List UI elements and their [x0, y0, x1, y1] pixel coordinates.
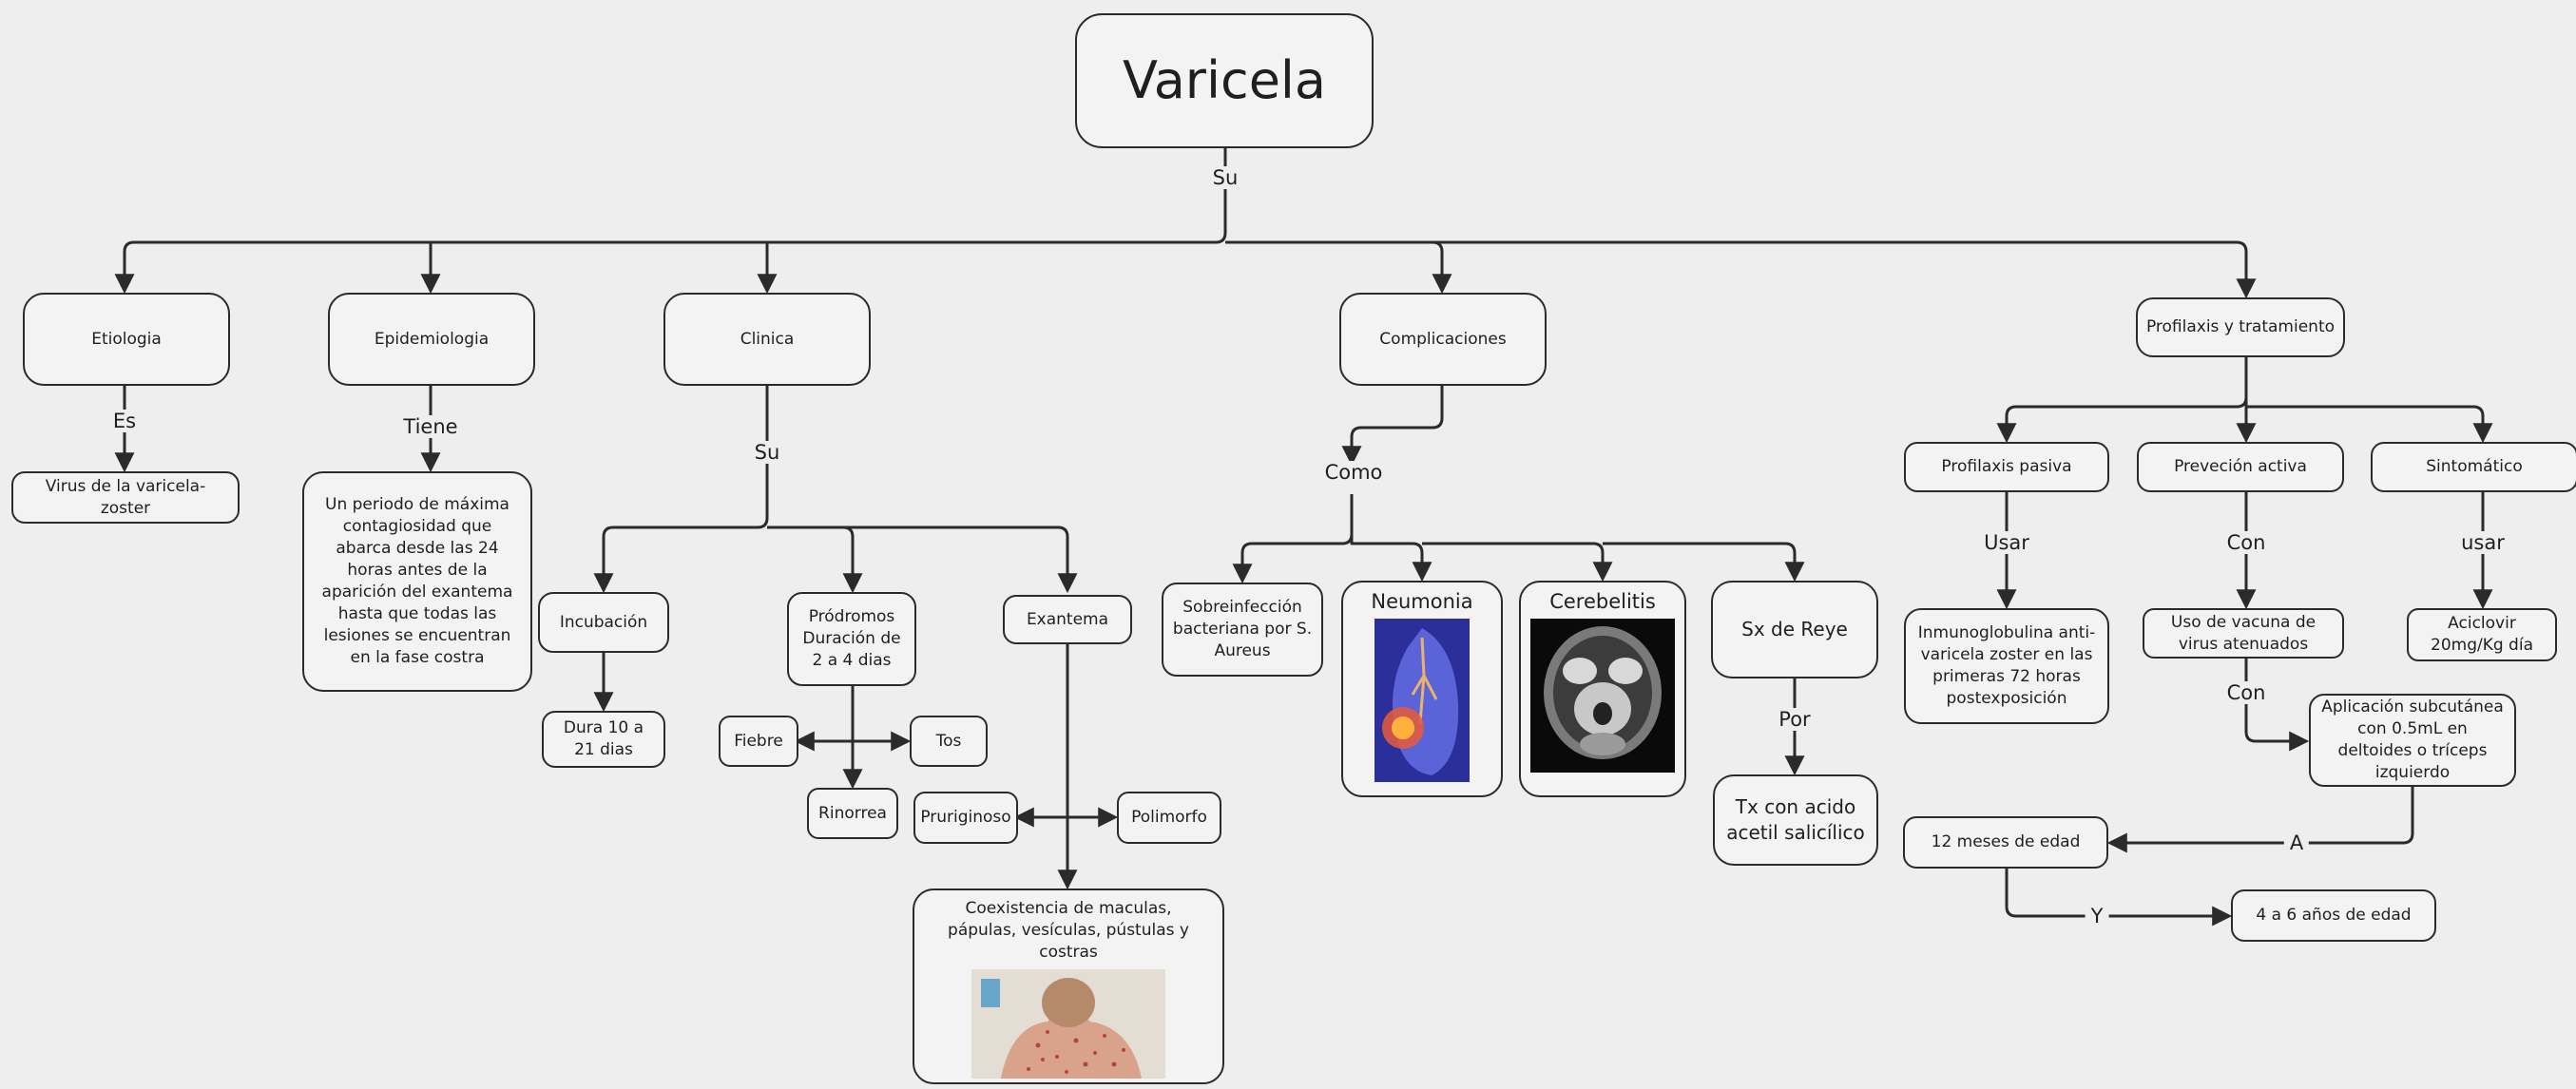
node-exantema: Exantema [1003, 595, 1132, 644]
node-inmunoglobulina: Inmunoglobulina anti-varicela zoster en … [1904, 608, 2109, 724]
node-pasiva: Profilaxis pasiva [1904, 442, 2109, 492]
node-complicaciones-label: Complicaciones [1379, 329, 1507, 349]
node-complicaciones: Complicaciones [1339, 293, 1547, 386]
node-prodromos-label: Pródromos Duración de 2 a 4 dias [802, 607, 901, 670]
node-reye: Sx de Reye [1711, 581, 1878, 678]
label-como: Como [1318, 461, 1389, 484]
label-con2: Con [2220, 681, 2272, 704]
brain-mri-image [1530, 619, 1675, 774]
edge-pasiva [1996, 357, 2248, 444]
node-inmunoglobulina-label: Inmunoglobulina anti-varicela zoster en … [1917, 623, 2096, 708]
node-aciclovir: Aciclovir 20mg/Kg día [2407, 608, 2557, 661]
edge-sobreinfeccion [1232, 494, 1354, 584]
child-rash-image [971, 968, 1165, 1079]
edge-cerebelitis [1422, 542, 1613, 583]
edge-4a6 [2005, 869, 2233, 927]
node-incubacion-label: Incubación [559, 612, 648, 632]
label-usar2: usar [2455, 531, 2510, 554]
node-rinorrea-label: Rinorrea [818, 803, 887, 823]
edge-12meses [2106, 787, 2414, 853]
node-activa: Preveción activa [2137, 442, 2344, 492]
node-12meses: 12 meses de edad [1903, 816, 2108, 869]
node-aplicacion-label: Aplicación subcutánea con 0.5mL en delto… [2321, 697, 2504, 782]
edge-aplicacion [2244, 659, 2310, 752]
edge-prodromos [767, 525, 863, 594]
node-profilaxis: Profilaxis y tratamiento [2136, 297, 2345, 357]
label-y: Y [2085, 905, 2109, 927]
node-etiologia: Etiologia [23, 293, 230, 386]
node-rinorrea: Rinorrea [807, 788, 898, 839]
node-epidemiologia: Epidemiologia [328, 293, 535, 386]
node-pasiva-label: Profilaxis pasiva [1941, 457, 2072, 477]
node-neumonia: Neumonia [1341, 581, 1503, 797]
node-neumonia-label: Neumonia [1371, 590, 1473, 613]
node-virus: Virus de la varicela-zoster [11, 471, 240, 524]
node-periodo: Un periodo de máxima contagiosidad que a… [302, 471, 532, 692]
edge-etiologia [114, 148, 1227, 295]
node-profilaxis-label: Profilaxis y tratamiento [2145, 317, 2336, 337]
node-sintomatico-label: Sintomático [2426, 457, 2523, 477]
node-virus-label: Virus de la varicela-zoster [45, 476, 206, 518]
edge-profilaxis [1225, 240, 2257, 299]
lung-image [1375, 619, 1470, 783]
node-sobreinfeccion: Sobreinfección bacteriana por S. Aureus [1162, 583, 1323, 677]
node-etiologia-label: Etiologia [91, 329, 162, 349]
node-epidemiologia-label: Epidemiologia [374, 329, 490, 349]
label-tiene: Tiene [397, 415, 464, 438]
edge-incubacion [593, 386, 769, 594]
label-con1: Con [2220, 531, 2272, 554]
title-text: Varicela [1122, 49, 1327, 110]
node-4a6: 4 a 6 años de edad [2231, 889, 2436, 942]
node-12meses-label: 12 meses de edad [1931, 832, 2081, 852]
label-usar1: Usar [1978, 531, 2035, 554]
edge-exantema [767, 525, 1078, 594]
label-por: Por [1773, 708, 1817, 731]
node-coexistencia-label: Coexistencia de maculas, pápulas, vesícu… [948, 899, 1189, 962]
edge-sintomatico [2246, 405, 2493, 444]
node-activa-label: Preveción activa [2174, 457, 2307, 477]
node-pruriginoso-label: Pruriginoso [920, 808, 1011, 828]
node-fiebre-label: Fiebre [734, 731, 783, 751]
label-es: Es [106, 410, 143, 432]
node-dura: Dura 10 a 21 dias [542, 711, 665, 768]
node-polimorfo: Polimorfo [1117, 792, 1221, 844]
node-incubacion: Incubación [538, 592, 669, 653]
node-vacuna-label: Uso de vacuna de virus atenuados [2170, 612, 2316, 654]
label-su-main: Su [1206, 166, 1244, 189]
node-prodromos: Pródromos Duración de 2 a 4 dias [787, 592, 916, 686]
edge-como [1341, 386, 1444, 467]
node-pruriginoso: Pruriginoso [913, 792, 1018, 844]
label-su-clinica: Su [748, 441, 786, 464]
node-vacuna: Uso de vacuna de virus atenuados [2143, 608, 2344, 659]
node-exantema-label: Exantema [1026, 609, 1109, 629]
node-reye-label: Sx de Reye [1741, 618, 1848, 640]
edge-complicaciones [1225, 240, 1452, 295]
node-polimorfo-label: Polimorfo [1131, 808, 1207, 828]
label-a: A [2283, 831, 2310, 854]
node-coexistencia: Coexistencia de maculas, pápulas, vesícu… [913, 888, 1224, 1084]
edge-neumonia [1350, 534, 1432, 583]
node-aplicacion: Aplicación subcutánea con 0.5mL en delto… [2309, 694, 2516, 787]
node-tx: Tx con acido acetil salicílico [1713, 774, 1878, 866]
edge-reye [1603, 542, 1805, 583]
node-clinica-label: Clinica [740, 329, 795, 349]
node-periodo-label: Un periodo de máxima contagiosidad que a… [321, 495, 513, 667]
node-dura-label: Dura 10 a 21 dias [563, 718, 644, 759]
node-tx-label: Tx con acido acetil salicílico [1726, 795, 1865, 844]
node-sintomatico: Sintomático [2371, 442, 2576, 492]
node-tos-label: Tos [935, 731, 962, 751]
node-cerebelitis-label: Cerebelitis [1549, 590, 1656, 613]
node-aciclovir-label: Aciclovir 20mg/Kg día [2431, 614, 2533, 655]
node-sobreinfeccion-label: Sobreinfección bacteriana por S. Aureus [1172, 598, 1313, 660]
node-4a6-label: 4 a 6 años de edad [2256, 906, 2412, 926]
node-cerebelitis: Cerebelitis [1519, 581, 1686, 797]
node-tos: Tos [910, 716, 988, 767]
node-fiebre: Fiebre [719, 716, 798, 767]
node-clinica: Clinica [663, 293, 871, 386]
title-node: Varicela [1075, 13, 1374, 148]
